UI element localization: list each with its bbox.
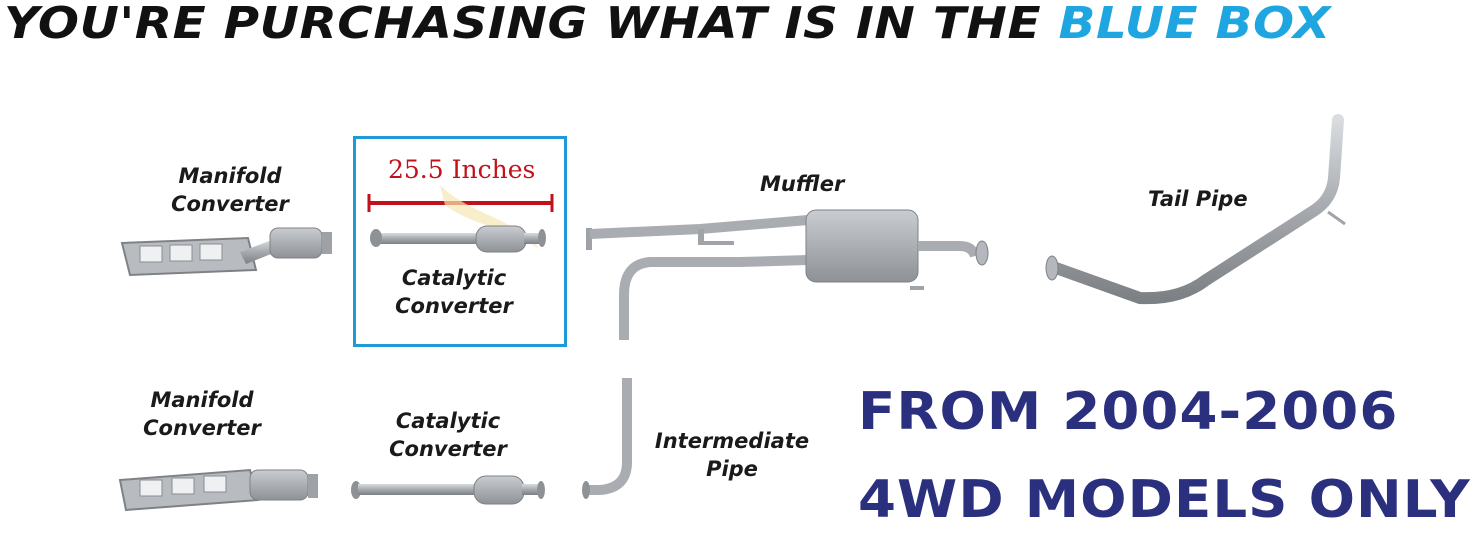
headline-prefix: YOU'RE PURCHASING WHAT IS IN THE (4, 0, 1059, 49)
tail-pipe-part (1045, 114, 1346, 305)
intermediate-pipe-part (582, 378, 632, 499)
tail-pipe-label: Tail Pipe (1148, 187, 1248, 211)
label-line: Converter (395, 294, 513, 318)
label-line: Catalytic (401, 266, 507, 290)
label-line: Converter (143, 416, 261, 440)
label-line: Converter (171, 192, 289, 216)
label-line: Intermediate (654, 429, 810, 453)
catalytic-converter-bottom-label: Catalytic Converter (378, 407, 518, 463)
manifold-converter-top-part (120, 227, 332, 277)
catalytic-converter-bottom-part (351, 475, 545, 505)
promo-years: FROM 2004-2006 (858, 382, 1399, 442)
promo-models: 4WD MODELS ONLY (858, 470, 1471, 530)
label-line: Catalytic (395, 409, 501, 433)
catalytic-converter-top-label: Catalytic Converter (384, 264, 524, 320)
muffler-part (586, 209, 989, 340)
manifold-converter-top-label: Manifold Converter (160, 162, 300, 218)
manifold-converter-bottom-part (118, 468, 318, 512)
label-line: Pipe (706, 457, 758, 481)
headline-highlight: BLUE BOX (1058, 0, 1331, 49)
label-line: Manifold (150, 388, 254, 412)
dimension-label: 25.5 Inches (388, 155, 536, 184)
catalytic-converter-top-part (367, 185, 554, 253)
label-line: Converter (389, 437, 507, 461)
intermediate-pipe-label: Intermediate Pipe (648, 427, 816, 483)
headline: YOU'RE PURCHASING WHAT IS IN THE BLUE BO… (4, 0, 1331, 49)
manifold-converter-bottom-label: Manifold Converter (132, 386, 272, 442)
label-line: Manifold (178, 164, 282, 188)
blue-box-highlight (353, 136, 567, 347)
muffler-label: Muffler (760, 172, 845, 196)
